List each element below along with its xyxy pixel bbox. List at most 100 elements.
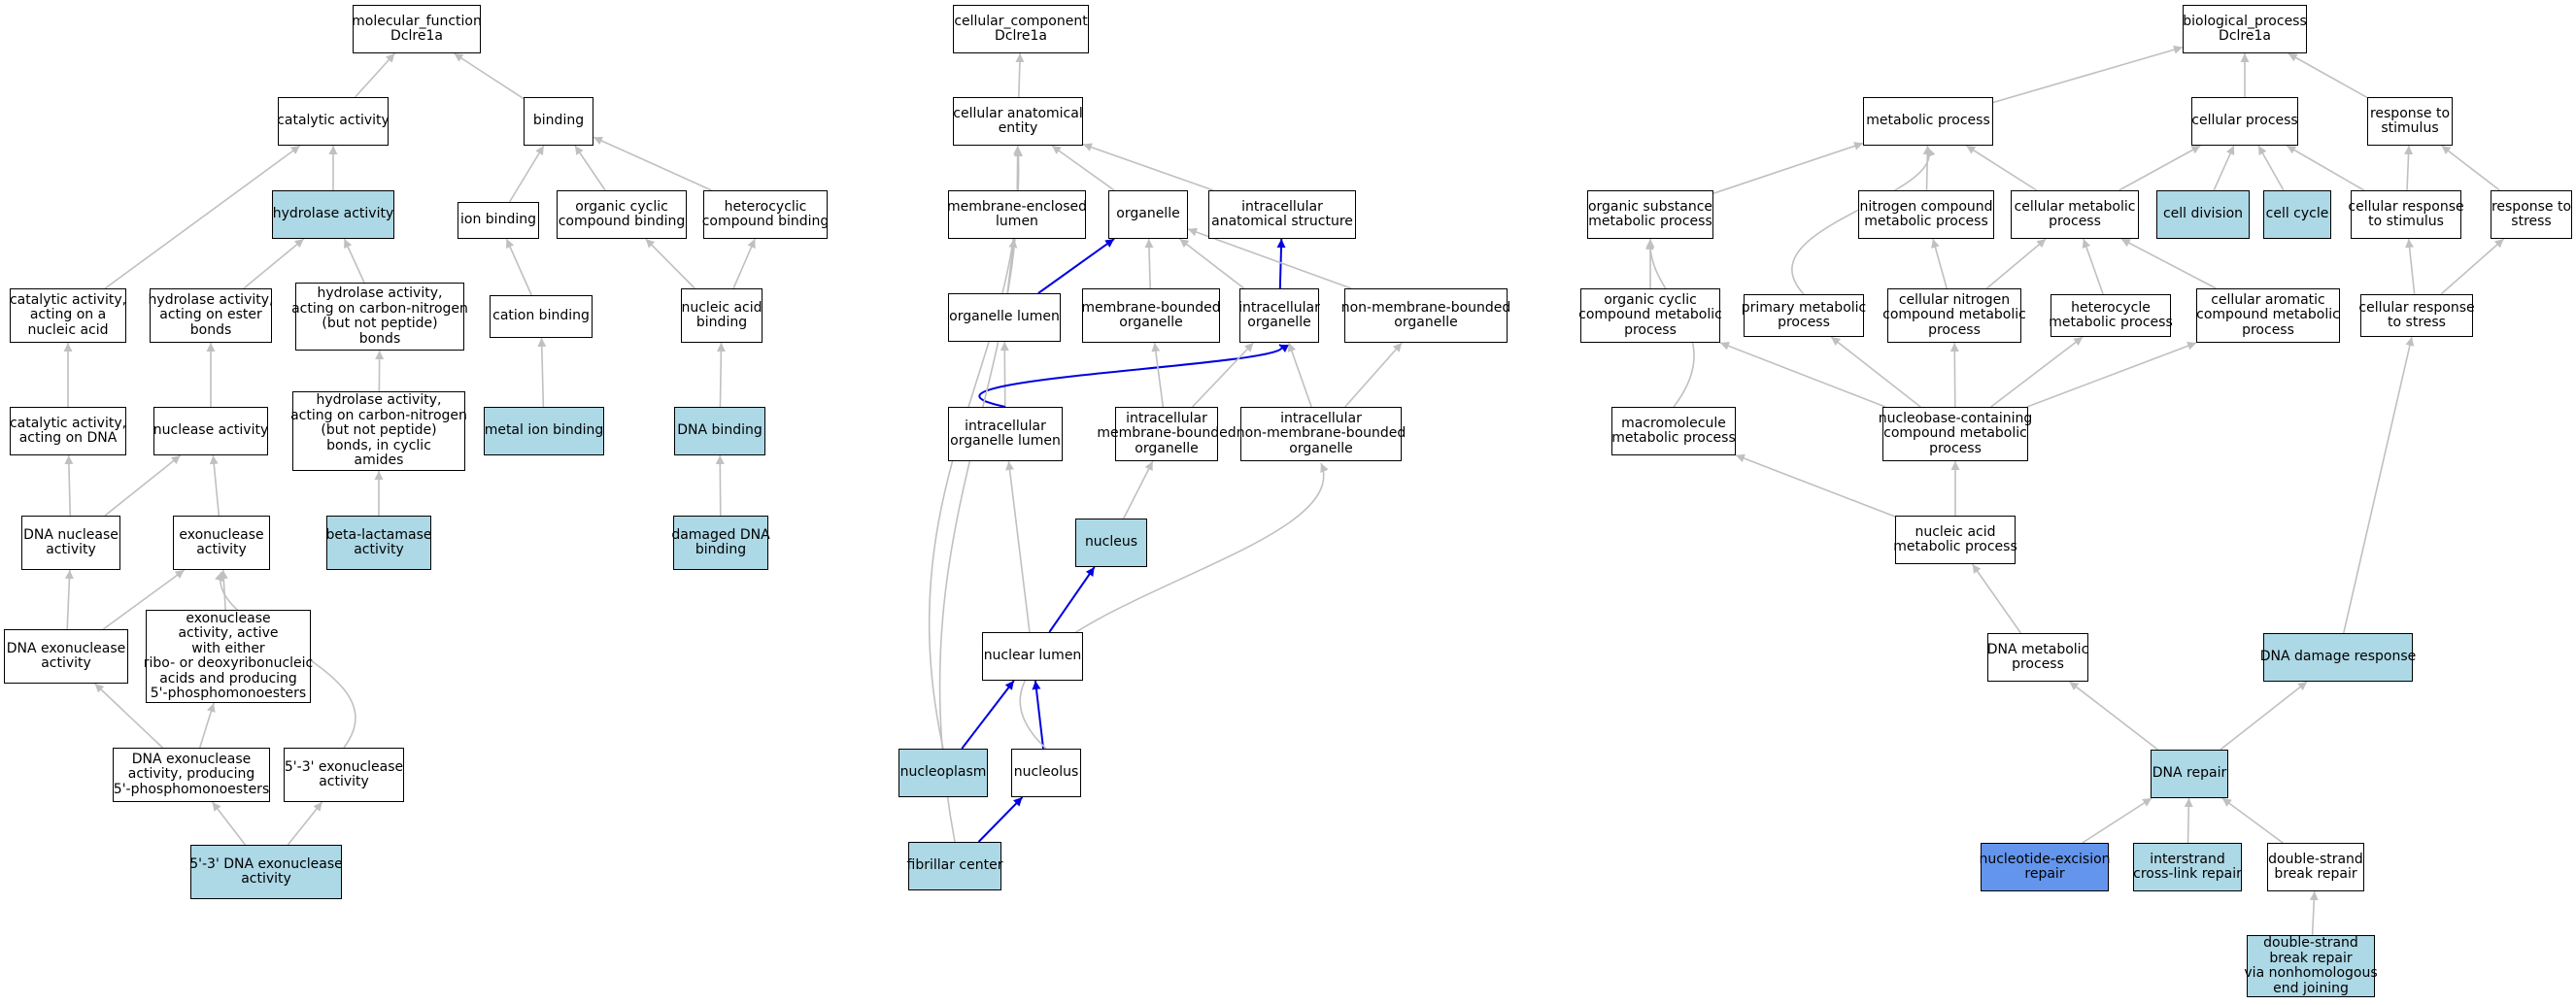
go-term-node-hydrolase[interactable]: hydrolase activity	[272, 190, 394, 239]
go-term-node-nuc-lumen[interactable]: nuclear lumen	[982, 632, 1083, 681]
go-term-label-line: intracellular	[965, 418, 1046, 434]
go-term-label-line: organelle	[1289, 440, 1353, 456]
edge-ic_mb_org-to-ic_org	[1192, 342, 1254, 408]
go-term-label-line: double-strand	[2263, 935, 2358, 951]
go-term-label-line: Dclre1a	[995, 28, 1047, 44]
edge-cat_na-to-catalytic	[104, 145, 301, 289]
go-term-node-nuclease[interactable]: nuclease activity	[153, 407, 268, 455]
go-term-label-line: intracellular	[1241, 198, 1323, 215]
go-term-label-line: heterocycle	[2071, 299, 2151, 316]
go-term-label-line: nucleic acid	[681, 299, 763, 316]
go-term-node-dna-dmg[interactable]: DNA damage response	[2260, 633, 2416, 682]
go-term-node-metal-ion[interactable]: metal ion binding	[484, 407, 604, 455]
go-term-node-ion-binding[interactable]: ion binding	[458, 202, 539, 239]
go-term-node-hyd-cn-cyc[interactable]: hydrolase activity,acting on carbon-nitr…	[290, 391, 467, 471]
edge-dna_nuclease-to-nuclease	[104, 454, 182, 517]
go-term-label: metabolic process	[1866, 114, 1990, 129]
go-term-label: cellular process	[2191, 114, 2297, 129]
edge-damaged_dna-to-dna_bind	[715, 454, 725, 517]
go-term-label-line: 5'-phosphomonoesters	[150, 686, 307, 701]
go-term-node-fib-center[interactable]: fibrillar center	[907, 842, 1002, 890]
edge-dna_met-to-na_met	[1971, 563, 2022, 634]
go-term-node-metab[interactable]: metabolic process	[1863, 97, 1993, 146]
go-term-node-catalytic[interactable]: catalytic activity	[277, 97, 390, 146]
go-term-label-line: metal ion binding	[484, 422, 604, 439]
go-term-node-organelle[interactable]: organelle	[1108, 190, 1188, 239]
go-term-node-nucleolus[interactable]: nucleolus	[1011, 749, 1081, 797]
go-term-label: hydrolase activity	[273, 207, 394, 222]
go-term-label-line: binding	[695, 542, 747, 557]
go-term-node-cell-proc[interactable]: cellular process	[2191, 97, 2298, 146]
edge-het_bind-to-binding	[593, 136, 712, 191]
go-term-node-dna-repair[interactable]: DNA repair	[2151, 750, 2228, 798]
go-term-label-line: membrane-enclosed	[946, 198, 1088, 215]
go-term-node-nucleoplasm[interactable]: nucleoplasm	[898, 749, 988, 797]
go-term-node-cell-cycle[interactable]: cell cycle	[2263, 190, 2331, 239]
go-term-node-cell-div[interactable]: cell division	[2156, 190, 2250, 239]
go-term-node-dna-bind[interactable]: DNA binding	[674, 407, 765, 455]
go-term-label-line: intracellular	[1126, 410, 1207, 426]
go-term-label: metal ion binding	[485, 423, 604, 439]
go-term-label-line: organelle lumen	[949, 309, 1060, 325]
go-term-node-nucleus[interactable]: nucleus	[1075, 519, 1147, 567]
go-term-node-binding[interactable]: binding	[524, 97, 593, 146]
go-term-label-line: metabolic process	[1864, 214, 1988, 229]
go-term-node-cation-bind[interactable]: cation binding	[490, 295, 593, 338]
go-term-node-cat-dna[interactable]: catalytic activity,acting on DNA	[10, 407, 126, 455]
go-term-node-hyd-cn[interactable]: hydrolase activity,acting on carbon-nitr…	[291, 283, 468, 351]
go-term-node-org-lumen[interactable]: organelle lumen	[948, 293, 1061, 342]
go-term-label-line: nucleolus	[1013, 764, 1079, 781]
